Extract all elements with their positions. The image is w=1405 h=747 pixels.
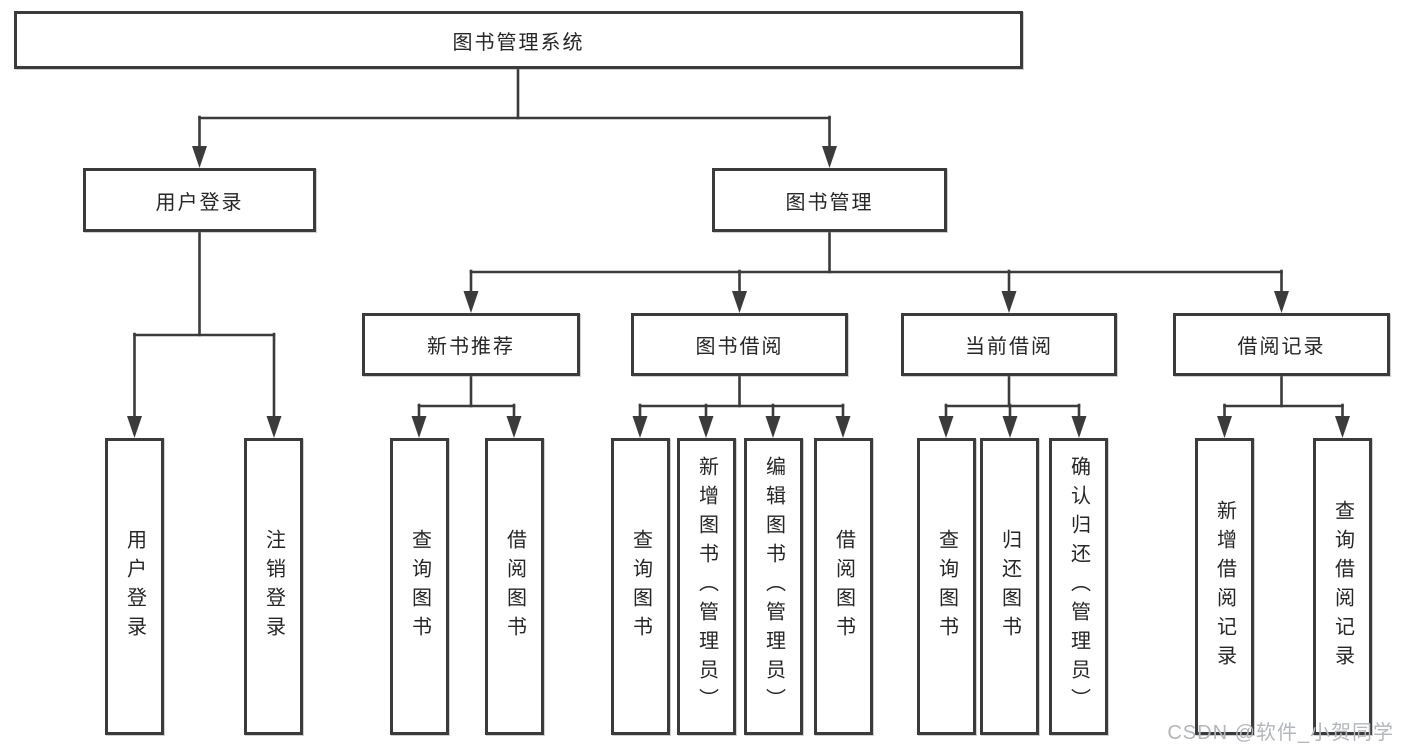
leaf-currentborrow-query: 查询图书 xyxy=(917,438,976,735)
leaf-currentborrow-confirm-admin: 确认归还（管理员） xyxy=(1049,438,1108,735)
node-book-management-label: 图书管理 xyxy=(785,191,874,214)
leaf-user-login: 用户登录 xyxy=(105,438,164,735)
leaf-bookborrow-edit-admin-label: 编辑图书（管理员） xyxy=(762,456,785,717)
watermark: CSDN @软件_小贺同学 xyxy=(1167,722,1394,744)
leaf-bookborrow-edit-admin: 编辑图书（管理员） xyxy=(744,438,803,735)
leaf-currentborrow-return: 归还图书 xyxy=(980,438,1039,735)
node-book-management: 图书管理 xyxy=(712,168,947,232)
leaf-bookborrow-add-admin: 新增图书（管理员） xyxy=(677,438,736,735)
leaf-records-query: 查询借阅记录 xyxy=(1313,438,1372,735)
leaf-logout: 注销登录 xyxy=(244,438,303,735)
leaf-records-add: 新增借阅记录 xyxy=(1195,438,1254,735)
leaf-bookborrow-query: 查询图书 xyxy=(611,438,670,735)
leaf-user-login-label: 用户登录 xyxy=(123,528,146,645)
node-root-label: 图书管理系统 xyxy=(452,31,585,54)
leaf-records-add-label: 新增借阅记录 xyxy=(1213,499,1236,674)
leaf-currentborrow-return-label: 归还图书 xyxy=(998,528,1021,645)
node-root: 图书管理系统 xyxy=(14,11,1023,69)
node-book-borrow: 图书借阅 xyxy=(631,313,848,376)
leaf-bookborrow-borrow: 借阅图书 xyxy=(814,438,873,735)
node-book-borrow-label: 图书借阅 xyxy=(695,336,784,358)
leaf-currentborrow-confirm-admin-label: 确认归还（管理员） xyxy=(1067,456,1090,717)
node-borrow-records: 借阅记录 xyxy=(1173,313,1390,376)
leaf-records-query-label: 查询借阅记录 xyxy=(1331,499,1354,674)
leaf-bookborrow-query-label: 查询图书 xyxy=(629,528,652,645)
leaf-newbooks-borrow-label: 借阅图书 xyxy=(503,528,526,645)
node-new-book-recommend-label: 新书推荐 xyxy=(427,336,515,358)
leaf-bookborrow-borrow-label: 借阅图书 xyxy=(832,528,855,645)
arrowheads xyxy=(127,146,1350,438)
leaf-newbooks-borrow: 借阅图书 xyxy=(485,438,544,735)
node-borrow-records-label: 借阅记录 xyxy=(1237,336,1326,358)
node-user-login: 用户登录 xyxy=(83,168,316,232)
leaf-newbooks-query: 查询图书 xyxy=(390,438,449,735)
leaf-logout-label: 注销登录 xyxy=(262,528,285,645)
leaf-bookborrow-add-admin-label: 新增图书（管理员） xyxy=(695,456,718,717)
node-new-book-recommend: 新书推荐 xyxy=(362,313,580,376)
leaf-newbooks-query-label: 查询图书 xyxy=(408,528,431,645)
node-user-login-label: 用户登录 xyxy=(155,191,244,214)
node-current-borrow: 当前借阅 xyxy=(901,313,1117,376)
leaf-currentborrow-query-label: 查询图书 xyxy=(935,528,958,645)
node-current-borrow-label: 当前借阅 xyxy=(965,336,1053,358)
